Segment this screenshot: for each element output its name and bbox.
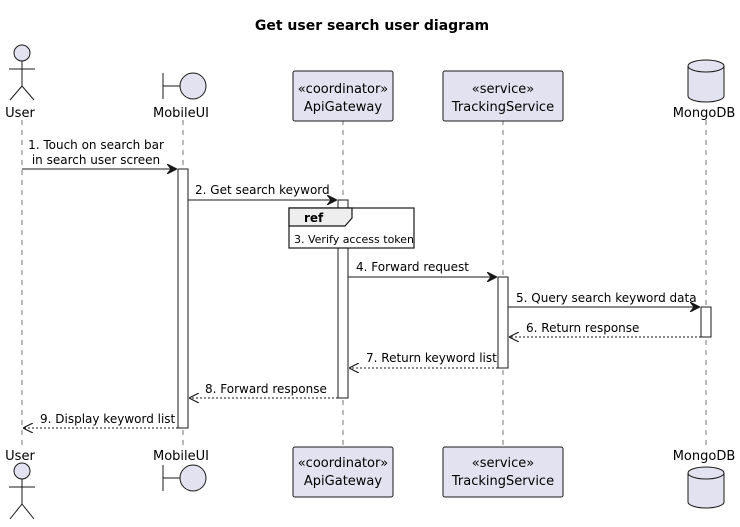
participant-apigateway-box bbox=[292, 70, 394, 122]
ref-tag: ref bbox=[304, 211, 324, 225]
message-label: 4. Forward request bbox=[356, 260, 469, 274]
participant-apigateway-stereotype: «coordinator» bbox=[298, 82, 389, 97]
actor-icon bbox=[9, 462, 35, 520]
participant-trackingservice-label: TrackingService bbox=[451, 474, 554, 489]
participant-apigateway-box bbox=[292, 446, 394, 498]
ref-frame: ref 3. Verify access token bbox=[288, 207, 415, 249]
participant-mobileui-label: MobileUI bbox=[153, 449, 209, 464]
message-label: 1. Touch on search bar bbox=[28, 138, 164, 152]
actor-icon bbox=[9, 44, 35, 101]
activation-trackingservice bbox=[497, 276, 509, 369]
boundary-icon bbox=[162, 72, 207, 100]
message-label: 8. Forward response bbox=[205, 382, 327, 396]
participant-apigateway-label: ApiGateway bbox=[304, 474, 382, 489]
participant-mongodb-label: MongoDB bbox=[673, 449, 736, 464]
database-icon bbox=[687, 466, 725, 509]
message-label: in search user screen bbox=[32, 153, 160, 167]
ref-text: 3. Verify access token bbox=[294, 233, 414, 246]
activation-apigateway bbox=[337, 199, 349, 399]
participant-apigateway-stereotype: «coordinator» bbox=[298, 456, 389, 471]
participant-trackingservice-box bbox=[442, 446, 564, 498]
message-label: 7. Return keyword list bbox=[366, 351, 497, 365]
participant-mobileui-label: MobileUI bbox=[153, 106, 209, 121]
activation-mongodb bbox=[700, 306, 712, 338]
participant-trackingservice-label: TrackingService bbox=[451, 100, 554, 115]
message-label: 9. Display keyword list bbox=[40, 412, 176, 426]
message-label: 6. Return response bbox=[526, 321, 639, 335]
participant-user-label: User bbox=[5, 106, 35, 121]
participant-trackingservice-stereotype: «service» bbox=[472, 82, 534, 97]
participant-trackingservice-box bbox=[442, 70, 564, 122]
diagram-title: Get user search user diagram bbox=[255, 18, 489, 34]
participant-apigateway-label: ApiGateway bbox=[304, 100, 382, 115]
participant-trackingservice-stereotype: «service» bbox=[472, 456, 534, 471]
activation-mobileui bbox=[177, 168, 189, 429]
boundary-icon bbox=[162, 464, 207, 492]
message-label: 5. Query search keyword data bbox=[516, 291, 697, 305]
participant-mongodb-label: MongoDB bbox=[673, 106, 736, 121]
database-icon bbox=[687, 59, 725, 103]
message-label: 2. Get search keyword bbox=[195, 183, 330, 197]
participant-user-label: User bbox=[5, 449, 35, 464]
